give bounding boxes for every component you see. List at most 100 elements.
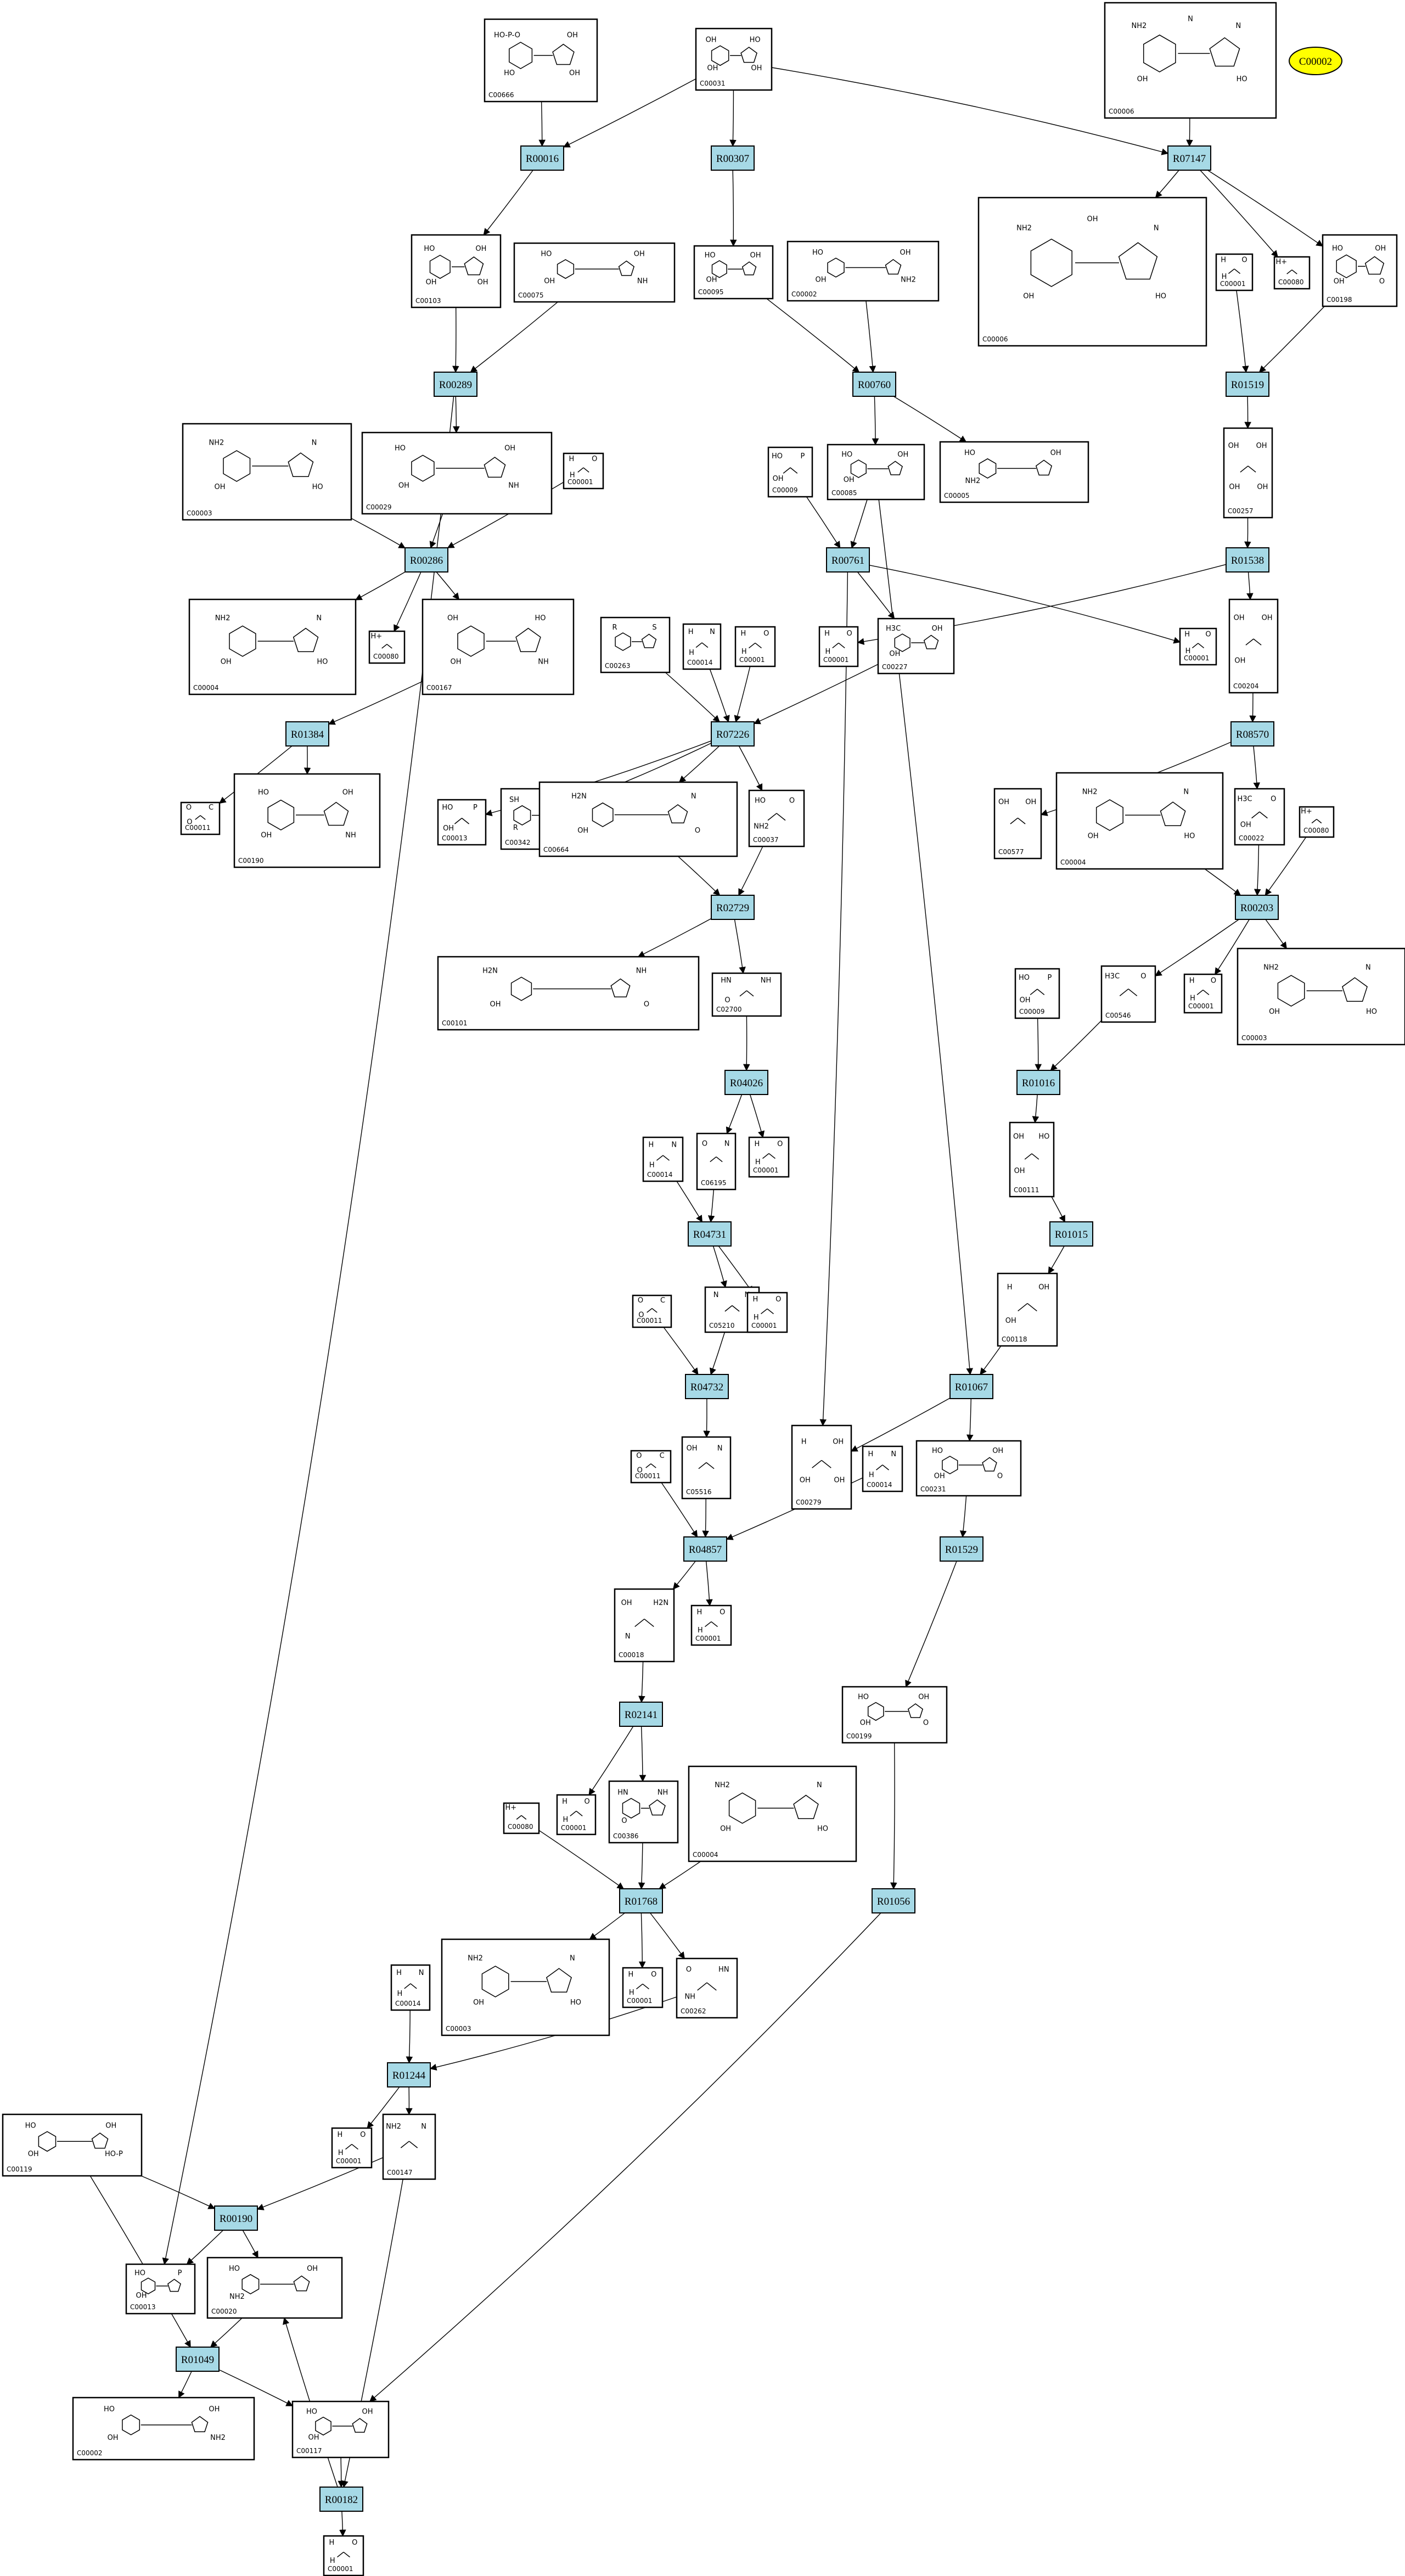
reaction-R01538[interactable]: R01538 [1226, 547, 1269, 573]
reaction-R01056[interactable]: R01056 [872, 1888, 915, 1913]
reaction-R00286[interactable]: R00286 [404, 547, 448, 573]
reaction-R00307[interactable]: R00307 [711, 145, 755, 171]
reaction-R04731[interactable]: R04731 [688, 1221, 732, 1247]
reaction-R00761[interactable]: R00761 [826, 547, 870, 573]
reaction-R07226[interactable]: R07226 [711, 721, 755, 747]
reaction-R00203[interactable]: R00203 [1235, 895, 1279, 920]
highlight-node[interactable]: C00002 [1289, 47, 1342, 75]
reaction-R04857[interactable]: R04857 [683, 1536, 727, 1562]
reaction-R01768[interactable]: R01768 [619, 1888, 663, 1913]
reaction-R04732[interactable]: R04732 [685, 1374, 729, 1399]
reaction-R00182[interactable]: R00182 [319, 2487, 363, 2512]
reaction-R02141[interactable]: R02141 [619, 1702, 663, 1727]
reaction-R01519[interactable]: R01519 [1226, 372, 1269, 397]
reaction-R01384[interactable]: R01384 [285, 721, 329, 747]
reaction-R01529[interactable]: R01529 [940, 1536, 984, 1562]
reaction-R01244[interactable]: R01244 [387, 2062, 431, 2087]
reaction-R04026[interactable]: R04026 [724, 1070, 768, 1095]
reaction-R01016[interactable]: R01016 [1016, 1070, 1060, 1095]
reaction-R08570[interactable]: R08570 [1230, 721, 1274, 747]
reaction-R00289[interactable]: R00289 [434, 372, 477, 397]
reaction-R00190[interactable]: R00190 [214, 2205, 258, 2231]
reaction-R00016[interactable]: R00016 [520, 145, 564, 171]
reaction-R01067[interactable]: R01067 [949, 1374, 993, 1399]
reaction-R01015[interactable]: R01015 [1049, 1221, 1093, 1247]
reaction-R01049[interactable]: R01049 [176, 2347, 220, 2372]
reaction-R07147[interactable]: R07147 [1167, 145, 1211, 171]
